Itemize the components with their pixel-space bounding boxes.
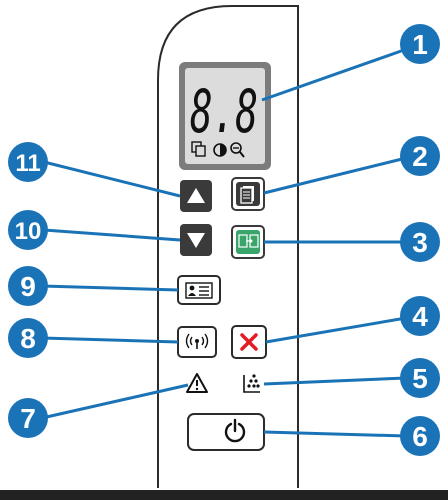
svg-text:2: 2 <box>412 141 428 172</box>
callout-line-6 <box>263 430 407 438</box>
callout-line-4 <box>265 316 407 344</box>
svg-text:7: 7 <box>20 403 36 434</box>
svg-text:3: 3 <box>412 227 428 258</box>
power-button[interactable] <box>187 413 265 451</box>
up-button[interactable] <box>180 180 212 212</box>
callout-line-11 <box>43 160 181 198</box>
callout-badge-6: 6 <box>400 416 440 456</box>
callout-line-9 <box>41 284 179 292</box>
callout-badge-3: 3 <box>400 222 440 262</box>
callout-badge-1: 1 <box>400 24 440 64</box>
svg-text:6: 6 <box>412 421 428 452</box>
wireless-button[interactable] <box>177 326 217 358</box>
bottom-bar <box>0 490 448 500</box>
svg-text:5: 5 <box>412 363 428 394</box>
lcd-readout: 8.8 <box>190 77 258 147</box>
callout-line-8 <box>41 336 179 344</box>
callout-lines <box>41 48 407 438</box>
callout-line-1 <box>261 48 405 102</box>
callout-badge-11: 11 <box>8 142 48 182</box>
up-arrow-icon <box>187 188 205 203</box>
copy-menu-button[interactable] <box>231 177 265 211</box>
attention-warning-icon <box>186 373 208 393</box>
svg-text:8: 8 <box>20 323 36 354</box>
down-arrow-icon <box>187 233 205 248</box>
id-copy-button[interactable] <box>177 275 221 305</box>
copy-menu-icon <box>240 186 254 204</box>
ink-alert-icon <box>243 374 260 393</box>
callout-badge-8: 8 <box>8 318 48 358</box>
svg-text:9: 9 <box>20 271 36 302</box>
callout-badge-5: 5 <box>400 358 440 398</box>
cancel-x-icon <box>240 333 258 351</box>
svg-text:1: 1 <box>412 29 428 60</box>
id-card-icon <box>185 282 213 299</box>
start-copy-icon <box>238 234 259 248</box>
svg-text:11: 11 <box>15 150 40 177</box>
copies-icon <box>191 141 206 157</box>
ink-alert-indicator <box>243 374 260 393</box>
contrast-icon <box>213 143 227 157</box>
callout-line-5 <box>263 376 407 386</box>
callout-badge-9: 9 <box>8 266 48 306</box>
lcd-display: 8.8 <box>179 62 271 170</box>
power-icon <box>224 418 246 443</box>
attention-indicator <box>186 373 208 393</box>
svg-text:4: 4 <box>412 301 428 332</box>
wireless-icon <box>185 333 209 349</box>
callout-line-10 <box>43 228 181 242</box>
callout-line-7 <box>41 383 189 420</box>
callout-badge-2: 2 <box>400 136 440 176</box>
zoom-icon <box>230 142 245 158</box>
cancel-button[interactable] <box>231 325 267 359</box>
svg-text:10: 10 <box>15 218 42 245</box>
callout-badge-4: 4 <box>400 296 440 336</box>
callout-badge-10: 10 <box>8 210 48 250</box>
callout-badge-7: 7 <box>8 398 48 438</box>
start-copy-button[interactable] <box>231 225 265 259</box>
down-button[interactable] <box>180 224 212 256</box>
callout-line-2 <box>263 156 407 195</box>
